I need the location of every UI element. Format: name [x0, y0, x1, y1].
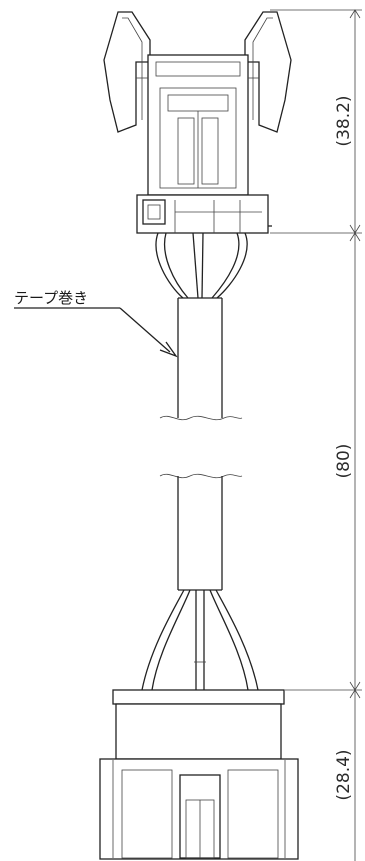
upper-wire-bundle [155, 232, 248, 299]
bottom-connector [99, 689, 299, 860]
dimension-bottom-connector: (28.4) [334, 749, 354, 800]
lower-wire-bundle [141, 589, 259, 691]
tape-wrap-callout: テープ巻き [14, 289, 178, 358]
dimension-lines [270, 9, 362, 861]
callout-leader-line [119, 307, 171, 353]
tape-wrap-label: テープ巻き [14, 289, 88, 307]
taped-cable [159, 297, 243, 591]
dimension-top-connector: (38.2) [334, 95, 354, 146]
dimension-cable: (80) [334, 444, 354, 479]
top-connector [103, 11, 292, 234]
callout-arrowhead [159, 341, 178, 358]
